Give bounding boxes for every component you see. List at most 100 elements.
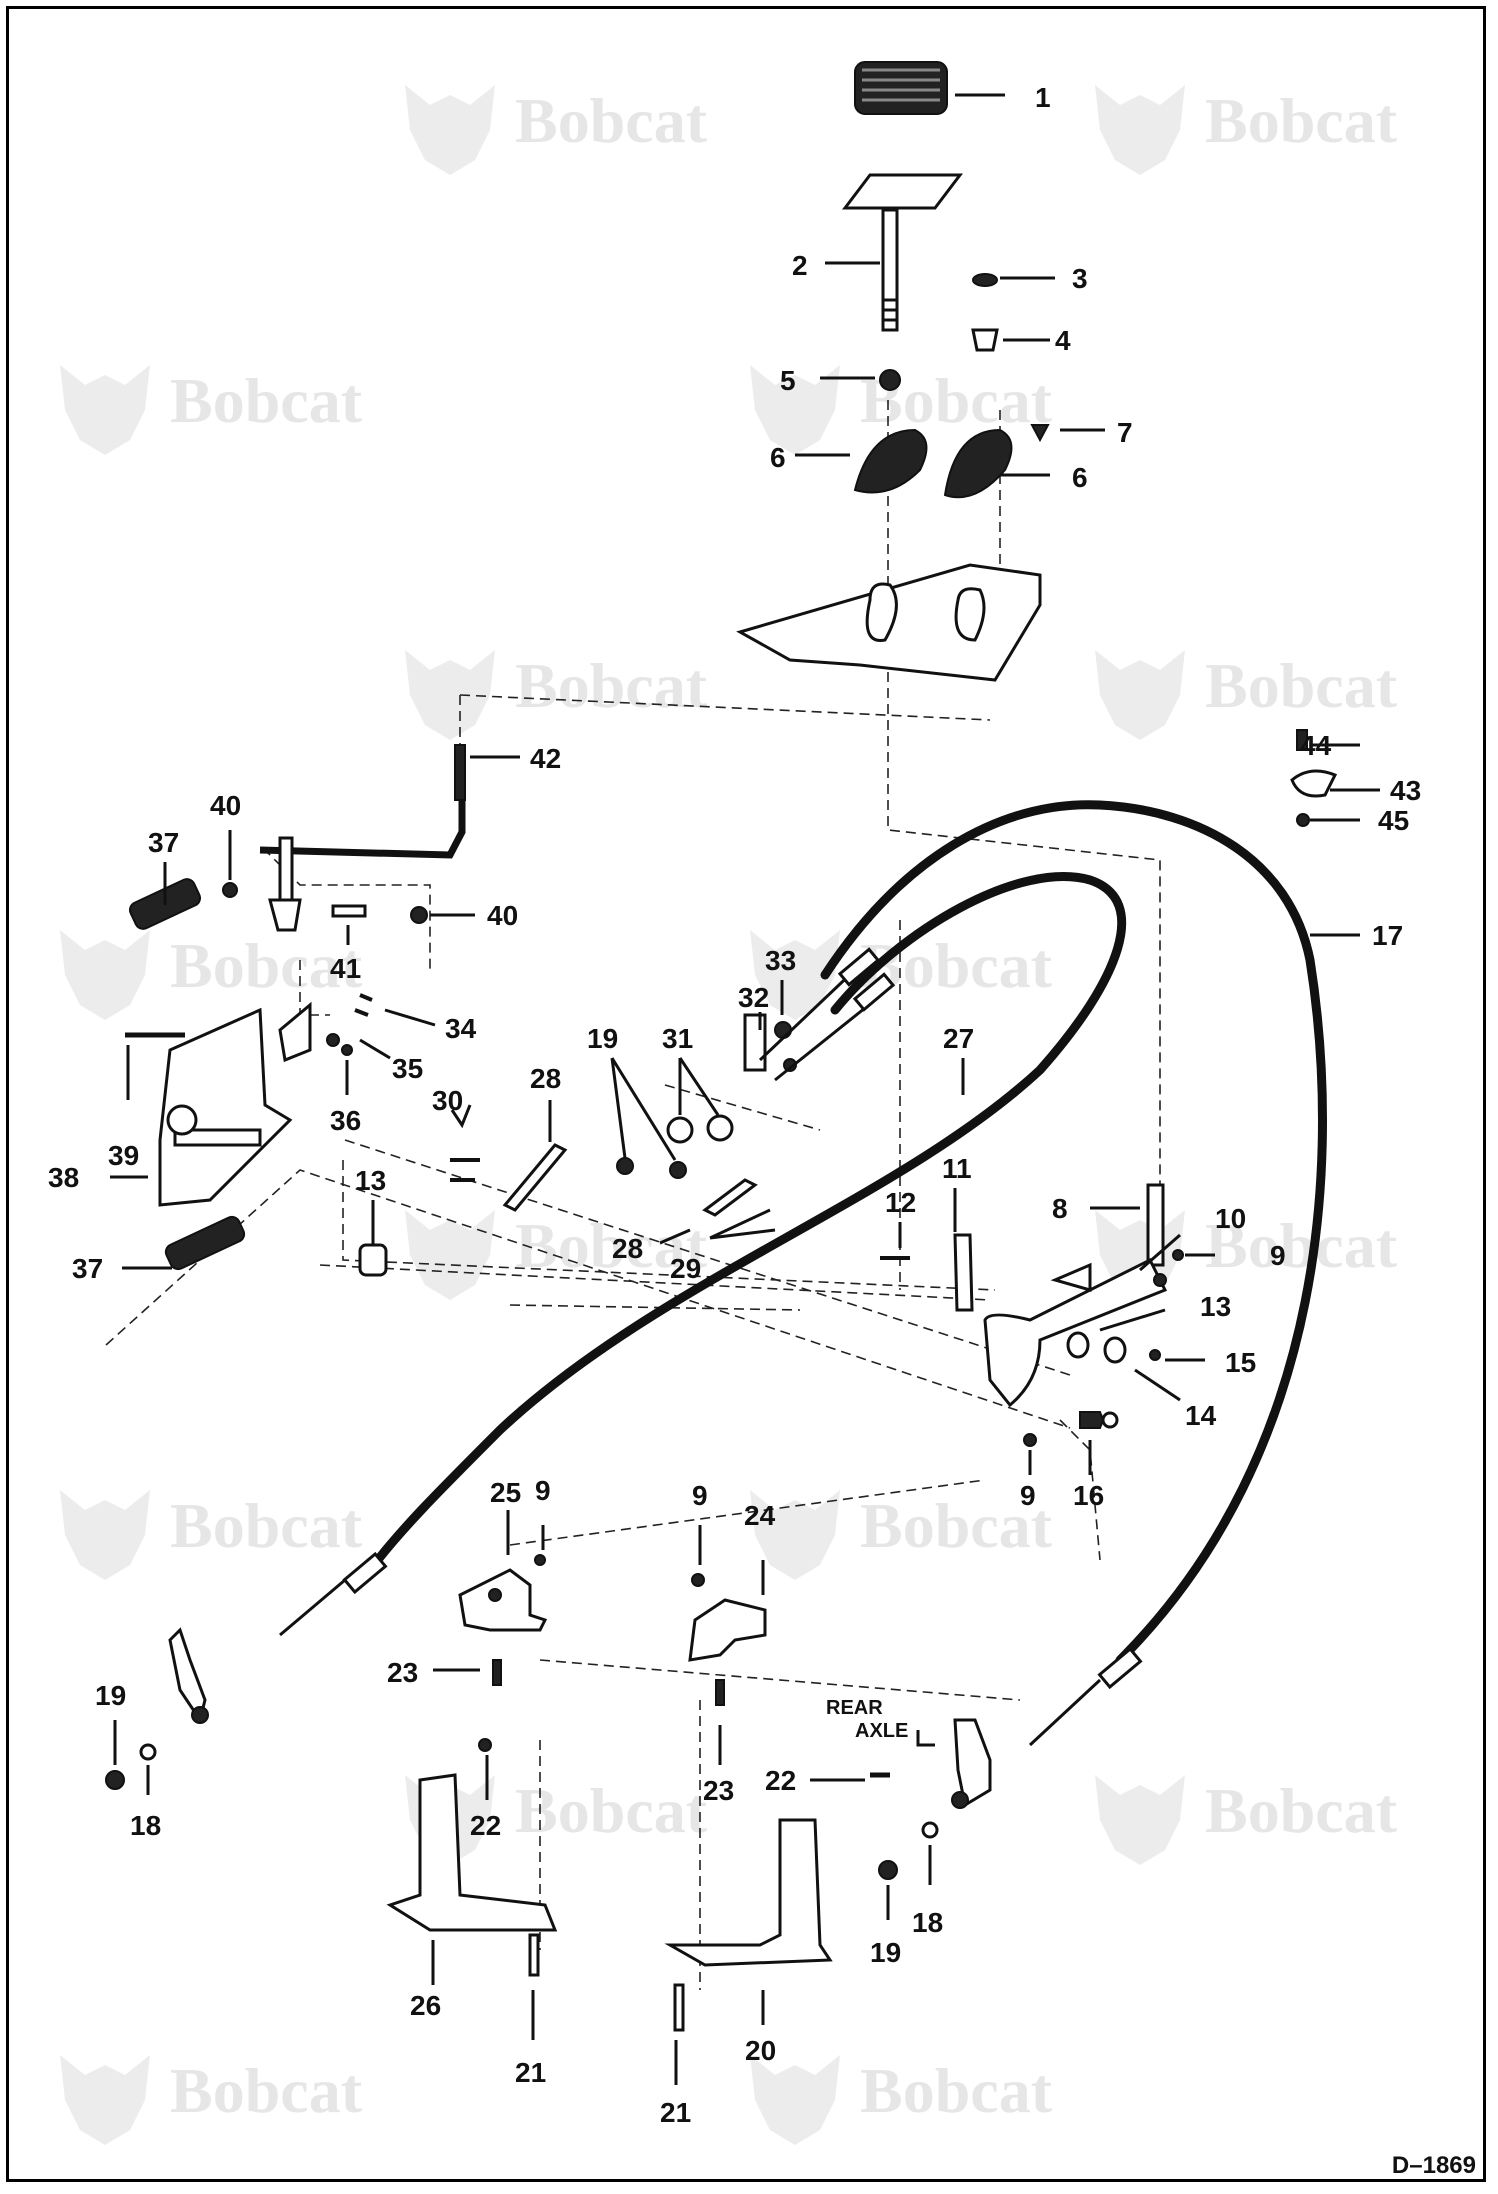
- callout-45: 45: [1378, 805, 1409, 836]
- callout-19: 19: [95, 1680, 126, 1711]
- svg-text:Bobcat: Bobcat: [170, 930, 363, 1001]
- leader-lines: [110, 93, 1380, 2085]
- drawing-number: D–1869: [1391, 2152, 1476, 2179]
- callout-11: 11: [942, 1153, 972, 1184]
- bobcat-logo-watermark: Bobcat: [750, 365, 1053, 455]
- svg-text:Bobcat: Bobcat: [1205, 85, 1398, 156]
- callout-27: 27: [943, 1023, 974, 1054]
- bobcat-logo-watermark: Bobcat: [405, 650, 708, 740]
- callout-6: 6: [770, 442, 786, 473]
- svg-text:Bobcat: Bobcat: [515, 1775, 708, 1846]
- pedal-boot-left: [853, 428, 928, 494]
- svg-text:Bobcat: Bobcat: [515, 650, 708, 721]
- callout-4: 4: [1055, 325, 1071, 356]
- rear-axle-label-line2: AXLE: [855, 1720, 908, 1742]
- callout-42: 42: [530, 743, 561, 774]
- pin-41: [331, 904, 367, 918]
- upper-right-hardware: [454, 729, 1338, 827]
- spring-37-bottom: [164, 1215, 246, 1271]
- rod-8: [1146, 1183, 1165, 1267]
- bushing-13: [358, 1243, 388, 1277]
- callout-18: 18: [912, 1907, 943, 1938]
- svg-text:Bobcat: Bobcat: [515, 85, 708, 156]
- screw: [1030, 424, 1050, 443]
- callout-14: 14: [1185, 1400, 1217, 1431]
- callout-20: 20: [745, 2035, 776, 2066]
- bobcat-logo-watermark: Bobcat: [60, 930, 363, 1020]
- cable-end-right: [953, 1718, 992, 1808]
- callout-25: 25: [490, 1477, 521, 1508]
- diagram-frame: [6, 6, 1486, 2182]
- callout-9: 9: [535, 1475, 551, 1506]
- callout-8: 8: [1052, 1193, 1068, 1224]
- bracket-24: [688, 1598, 767, 1662]
- callout-12: 12: [885, 1187, 916, 1218]
- callout-38: 38: [48, 1162, 79, 1193]
- callout-26: 26: [410, 1990, 441, 2021]
- clip-43: [1290, 769, 1338, 798]
- rod-42: [454, 744, 466, 801]
- callout-23: 23: [387, 1657, 418, 1688]
- grommet: [971, 328, 999, 352]
- callout-21: 21: [515, 2057, 546, 2088]
- rear-axle-label-line1: REAR: [826, 1697, 883, 1719]
- svg-text:Bobcat: Bobcat: [170, 1490, 363, 1561]
- callout-19: 19: [870, 1937, 901, 1968]
- bobcat-logo-watermark: Bobcat: [750, 2055, 1053, 2145]
- callout-21: 21: [660, 2097, 691, 2128]
- callout-31: 31: [662, 1023, 693, 1054]
- callout-39: 39: [108, 1140, 139, 1171]
- callout-24: 24: [744, 1500, 776, 1531]
- bobcat-logo-watermark: Bobcat: [1095, 1775, 1398, 1865]
- callout-34: 34: [445, 1013, 477, 1044]
- callout-44: 44: [1300, 730, 1332, 761]
- callout-13: 13: [355, 1165, 386, 1196]
- callout-2: 2: [792, 250, 808, 281]
- svg-text:Bobcat: Bobcat: [860, 930, 1053, 1001]
- bobcat-logo-watermark: Bobcat: [750, 930, 1053, 1020]
- pedal-assembly: [736, 61, 1050, 682]
- callout-23: 23: [703, 1775, 734, 1806]
- callout-22: 22: [470, 1810, 501, 1841]
- callout-40: 40: [210, 790, 241, 821]
- callout-30: 30: [432, 1085, 463, 1116]
- callout-40: 40: [487, 900, 518, 931]
- callout-22: 22: [765, 1765, 796, 1796]
- bobcat-logo-watermark: Bobcat: [1095, 85, 1398, 175]
- plug: [972, 273, 998, 287]
- bracket-26: [386, 1773, 558, 1932]
- callout-33: 33: [765, 945, 796, 976]
- bracket-38: [158, 1007, 293, 1207]
- callout-17: 17: [1372, 920, 1403, 951]
- bobcat-logo-watermark: Bobcat: [60, 2055, 363, 2145]
- callout-35: 35: [392, 1053, 423, 1084]
- bobcat-logo-watermark: Bobcat: [60, 1490, 363, 1580]
- callout-19: 19: [587, 1023, 618, 1054]
- callout-18: 18: [130, 1810, 161, 1841]
- callout-36: 36: [330, 1105, 361, 1136]
- svg-text:Bobcat: Bobcat: [860, 1490, 1053, 1561]
- callout-10: 10: [1215, 1203, 1246, 1234]
- lower-brackets: [105, 1554, 992, 2032]
- nut: [879, 369, 901, 391]
- callout-28: 28: [612, 1233, 643, 1264]
- bracket-32: [743, 1013, 767, 1072]
- plate-11: [953, 1233, 974, 1312]
- pedal-rod: [881, 208, 899, 332]
- control-cables: [279, 800, 1327, 1747]
- svg-text:Bobcat: Bobcat: [1205, 1210, 1398, 1281]
- bobcat-logo-watermark: Bobcat: [60, 365, 363, 455]
- bracket-20: [664, 1818, 833, 1967]
- callout-9: 9: [1020, 1480, 1036, 1511]
- bobcat-logo-watermark: Bobcat: [750, 1490, 1053, 1580]
- callout-1: 1: [1035, 82, 1051, 113]
- pedal-lever: [983, 1257, 1168, 1408]
- svg-text:Bobcat: Bobcat: [1205, 650, 1398, 721]
- svg-text:Bobcat: Bobcat: [170, 2055, 363, 2126]
- bobcat-logo-watermark: Bobcat: [405, 1210, 708, 1300]
- assembly-guide-lines: [105, 400, 1161, 1990]
- callout-43: 43: [1390, 775, 1421, 806]
